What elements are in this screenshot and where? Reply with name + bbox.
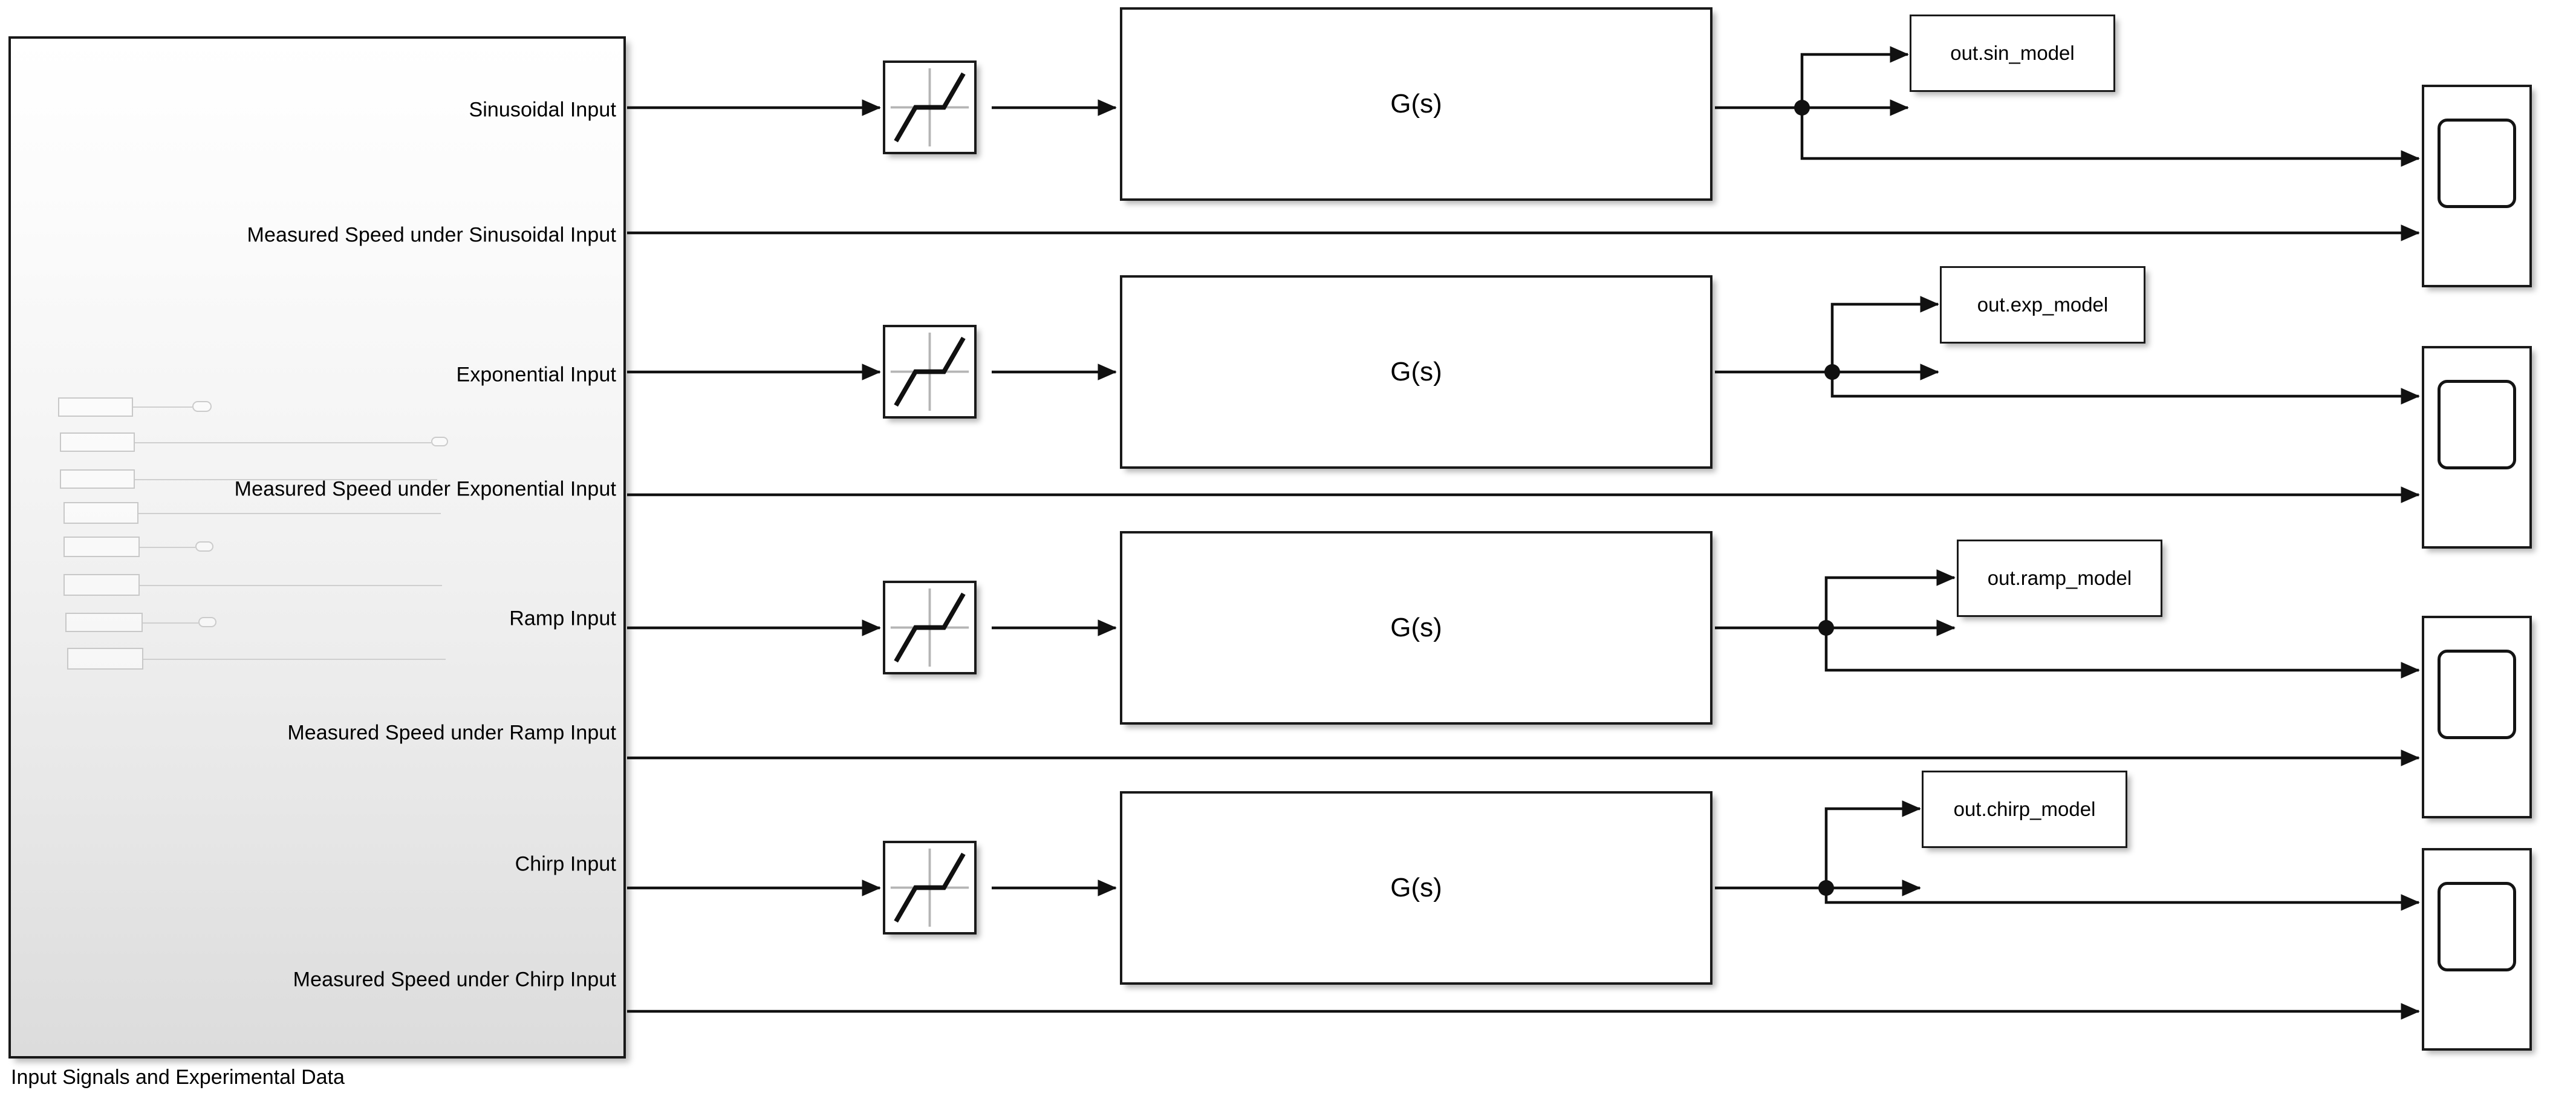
- dead-zone-block-sin[interactable]: [883, 60, 977, 154]
- ghost-port: [198, 617, 216, 627]
- transfer-function-block-chirp[interactable]: G(s): [1120, 791, 1712, 985]
- dead-zone-block-exp[interactable]: [883, 325, 977, 419]
- ghost-wire: [138, 513, 441, 514]
- subsystem-port-label-6: Measured Speed under Ramp Input: [287, 721, 616, 745]
- ghost-wire: [133, 406, 192, 408]
- dead-zone-block-chirp[interactable]: [883, 841, 977, 935]
- subsystem-port-label-5: Ramp Input: [509, 607, 616, 630]
- ghost-port: [431, 437, 448, 446]
- transfer-function-block-exp[interactable]: G(s): [1120, 275, 1712, 469]
- ghost-block: [65, 613, 143, 632]
- scope-block-sin[interactable]: [2422, 85, 2532, 287]
- ghost-wire: [140, 547, 195, 548]
- ghost-wire: [143, 659, 446, 660]
- to-workspace-label: out.sin_model: [1950, 42, 2075, 64]
- dead-zone-icon: [890, 588, 969, 667]
- subsystem-block-input-signals[interactable]: Sinusoidal Input Measured Speed under Si…: [8, 36, 626, 1059]
- subsystem-port-label-4: Measured Speed under Exponential Input: [234, 477, 616, 501]
- to-workspace-block-chirp[interactable]: out.chirp_model: [1922, 771, 2127, 848]
- subsystem-port-label-3: Exponential Input: [456, 363, 616, 387]
- subsystem-port-label-7: Chirp Input: [515, 852, 616, 876]
- ghost-wire: [135, 442, 431, 443]
- ghost-port: [195, 541, 213, 552]
- to-workspace-label: out.exp_model: [1977, 293, 2109, 316]
- subsystem-port-label-1: Sinusoidal Input: [469, 98, 616, 122]
- scope-block-chirp[interactable]: [2422, 848, 2532, 1051]
- transfer-function-label: G(s): [1390, 89, 1442, 119]
- ghost-wire: [140, 585, 442, 586]
- ghost-block: [58, 397, 133, 417]
- subsystem-port-label-2: Measured Speed under Sinusoidal Input: [247, 223, 616, 247]
- ghost-block: [63, 537, 140, 557]
- transfer-function-label: G(s): [1390, 613, 1442, 642]
- ghost-wire: [135, 479, 437, 480]
- scope-block-exp[interactable]: [2422, 346, 2532, 549]
- to-workspace-block-ramp[interactable]: out.ramp_model: [1957, 540, 2162, 617]
- ghost-wire: [143, 622, 198, 624]
- to-workspace-block-exp[interactable]: out.exp_model: [1940, 266, 2145, 344]
- subsystem-caption: Input Signals and Experimental Data: [11, 1066, 345, 1089]
- scope-icon: [2438, 380, 2516, 469]
- transfer-function-label: G(s): [1390, 873, 1442, 902]
- scope-icon: [2438, 119, 2516, 208]
- dead-zone-icon: [890, 848, 969, 927]
- scope-icon: [2438, 650, 2516, 739]
- to-workspace-label: out.chirp_model: [1953, 798, 2096, 820]
- to-workspace-label: out.ramp_model: [1987, 567, 2132, 589]
- transfer-function-block-ramp[interactable]: G(s): [1120, 531, 1712, 725]
- scope-icon: [2438, 882, 2516, 971]
- dead-zone-icon: [890, 332, 969, 411]
- to-workspace-block-sin[interactable]: out.sin_model: [1910, 15, 2115, 92]
- ghost-port: [192, 401, 212, 412]
- subsystem-port-label-8: Measured Speed under Chirp Input: [293, 968, 616, 991]
- transfer-function-block-sin[interactable]: G(s): [1120, 7, 1712, 201]
- transfer-function-label: G(s): [1390, 357, 1442, 387]
- ghost-block: [60, 469, 135, 489]
- ghost-block: [63, 574, 140, 596]
- ghost-block: [67, 648, 143, 670]
- ghost-block: [60, 432, 135, 452]
- ghost-block: [63, 502, 138, 524]
- scope-block-ramp[interactable]: [2422, 616, 2532, 818]
- dead-zone-icon: [890, 68, 969, 147]
- dead-zone-block-ramp[interactable]: [883, 581, 977, 674]
